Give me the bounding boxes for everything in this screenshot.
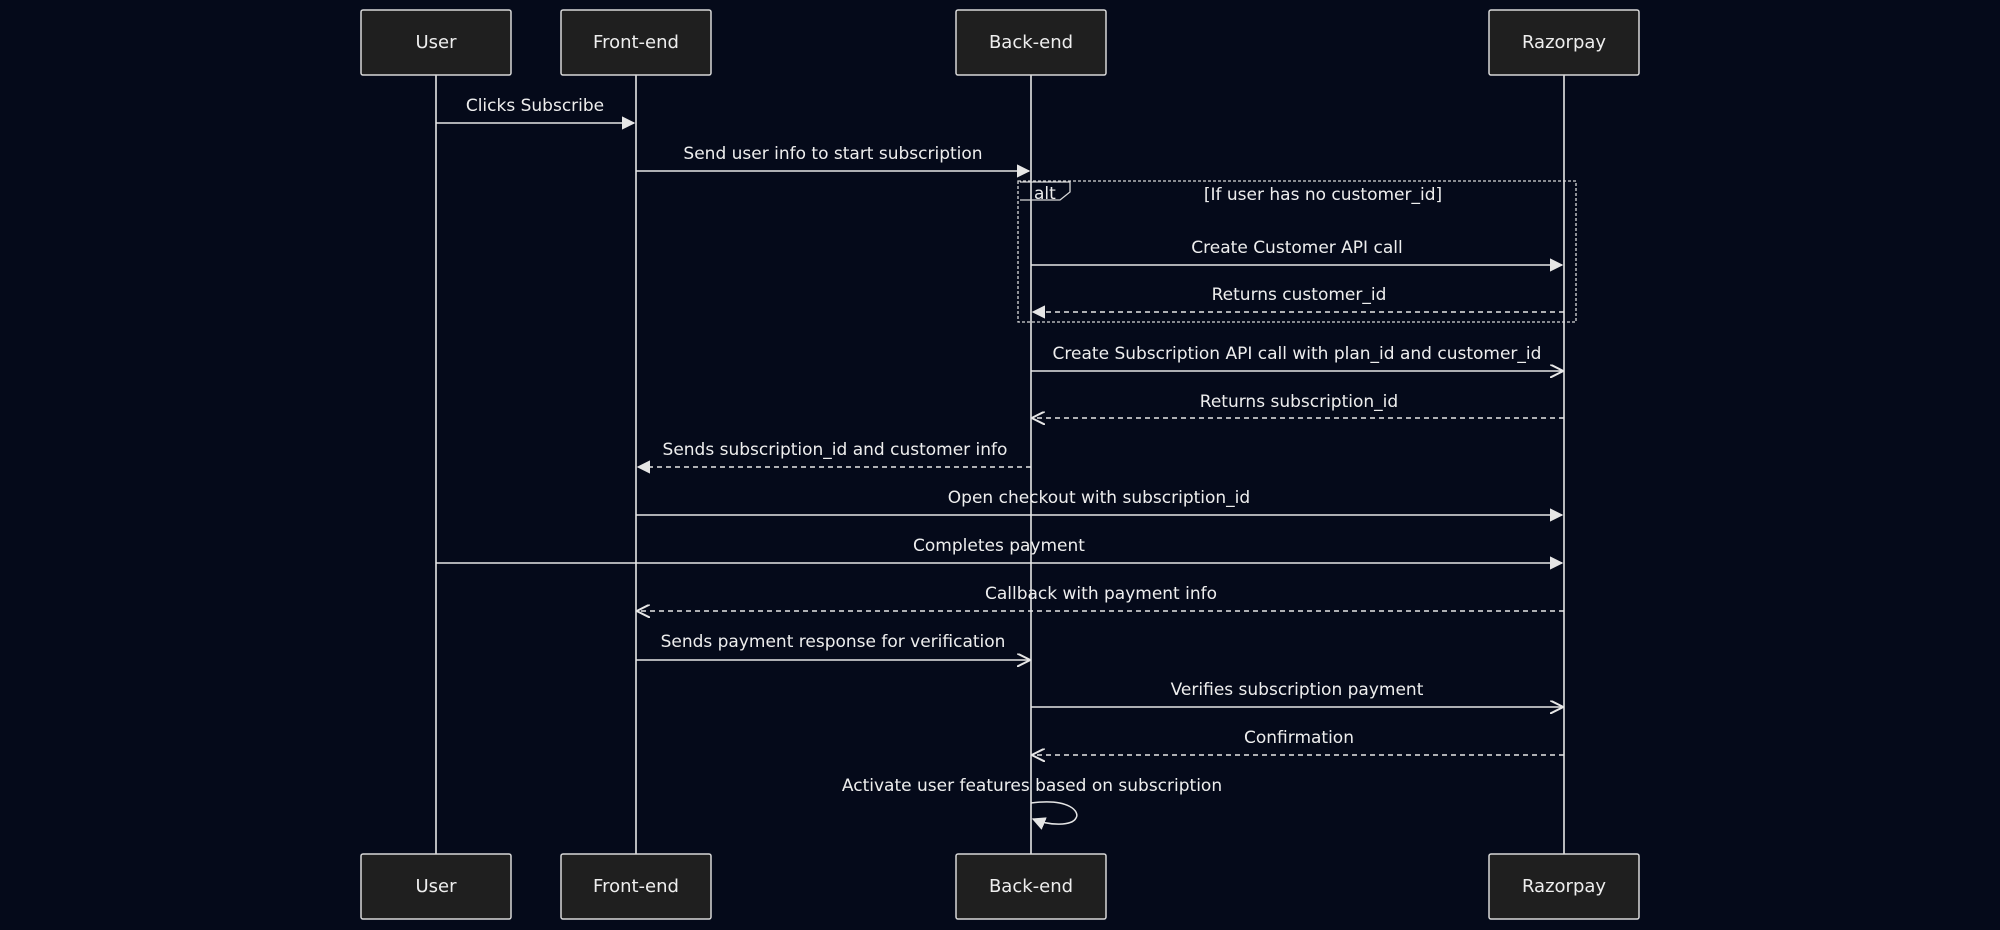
- message-3: Returns customer_id: [1031, 285, 1564, 319]
- actor-backend-bottom-label: Back-end: [989, 876, 1073, 897]
- actor-backend-top-label: Back-end: [989, 32, 1073, 53]
- actor-backend-bottom: Back-end: [955, 853, 1107, 920]
- message-1-label: Send user info to start subscription: [683, 144, 982, 164]
- message-6-label: Sends subscription_id and customer info: [663, 440, 1008, 460]
- message-11-label: Verifies subscription payment: [1171, 680, 1424, 700]
- actor-frontend-bottom-label: Front-end: [593, 876, 679, 897]
- lifelines: [435, 75, 1565, 854]
- actor-user-bottom: User: [360, 853, 512, 920]
- actor-user-bottom-label: User: [415, 876, 457, 897]
- actor-user-top-label: User: [415, 32, 457, 53]
- alt-tag-shape: [1020, 181, 1071, 201]
- actor-razorpay-bottom-label: Razorpay: [1522, 876, 1606, 897]
- message-12-label: Confirmation: [1244, 728, 1354, 748]
- message-0-label: Clicks Subscribe: [466, 96, 604, 116]
- message-8-label: Completes payment: [913, 536, 1085, 556]
- actor-frontend-top-label: Front-end: [593, 32, 679, 53]
- message-1: Send user info to start subscription: [636, 144, 1031, 178]
- message-13-label: Activate user features based on subscrip…: [842, 776, 1222, 796]
- message-9: Callback with payment info: [638, 584, 1564, 611]
- message-7-label: Open checkout with subscription_id: [948, 488, 1250, 508]
- message-10-label: Sends payment response for verification: [661, 632, 1006, 652]
- message-4-label: Create Subscription API call with plan_i…: [1053, 344, 1542, 364]
- actor-backend-top: Back-end: [955, 9, 1107, 76]
- message-0: Clicks Subscribe: [436, 96, 636, 130]
- message-7: Open checkout with subscription_id: [636, 488, 1564, 522]
- alt-block: alt [If user has no customer_id]: [1017, 180, 1577, 323]
- actor-user-top: User: [360, 9, 512, 76]
- message-2-label: Create Customer API call: [1191, 238, 1402, 258]
- message-2: Create Customer API call: [1031, 238, 1564, 272]
- actor-razorpay-top: Razorpay: [1488, 9, 1640, 76]
- message-5-label: Returns subscription_id: [1200, 392, 1398, 412]
- message-8: Completes payment: [436, 536, 1564, 570]
- actor-razorpay-bottom: Razorpay: [1488, 853, 1640, 920]
- message-11: Verifies subscription payment: [1031, 680, 1562, 707]
- alt-frame: [1017, 180, 1577, 323]
- actor-frontend-bottom: Front-end: [560, 853, 712, 920]
- message-5: Returns subscription_id: [1033, 392, 1564, 418]
- message-4: Create Subscription API call with plan_i…: [1031, 344, 1562, 371]
- message-12: Confirmation: [1033, 728, 1564, 755]
- actor-frontend-top: Front-end: [560, 9, 712, 76]
- message-10: Sends payment response for verification: [636, 632, 1029, 660]
- message-3-label: Returns customer_id: [1212, 285, 1387, 305]
- message-13: Activate user features based on subscrip…: [842, 776, 1222, 830]
- message-9-label: Callback with payment info: [985, 584, 1217, 604]
- actor-razorpay-top-label: Razorpay: [1522, 32, 1606, 53]
- alt-condition: [If user has no customer_id]: [1204, 185, 1442, 205]
- alt-tag: alt: [1034, 184, 1056, 204]
- message-6: Sends subscription_id and customer info: [636, 440, 1031, 474]
